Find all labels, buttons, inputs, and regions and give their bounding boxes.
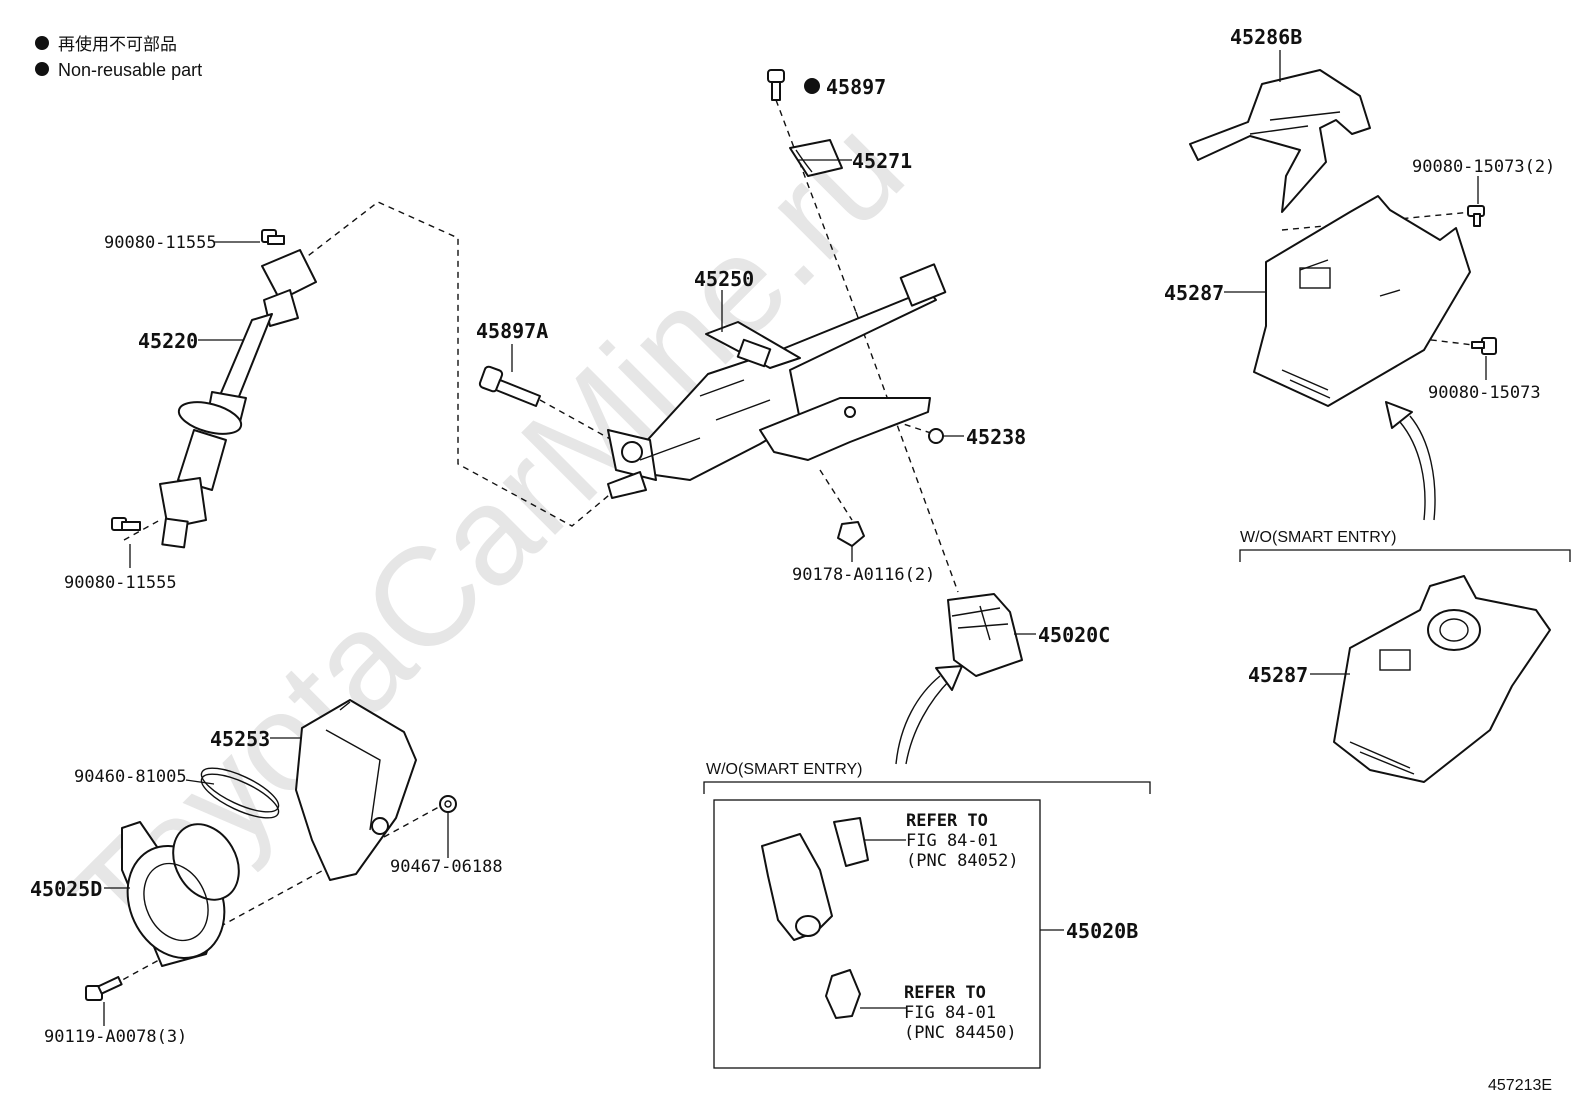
refer-note-84052: REFER TO FIG 84-01 (PNC 84052)	[906, 811, 1019, 871]
arrows	[895, 401, 1436, 765]
non-reusable-marker-icon	[35, 36, 49, 50]
label-45020B: 45020B	[1066, 919, 1138, 943]
label-45253: 45253	[210, 727, 270, 751]
refer-note-line-2: FIG 84-01	[906, 831, 998, 851]
label-45287-bottom: 45287	[1248, 663, 1308, 687]
part-45020B-drawing	[761, 817, 869, 1019]
label-45020C: 45020C	[1038, 623, 1110, 647]
part-45238-drawing	[928, 428, 944, 444]
group-label-smart-entry-bottom: W/O(SMART ENTRY)	[706, 761, 862, 778]
part-90080-bottom-drawing	[111, 517, 141, 531]
part-45271-drawing	[789, 139, 843, 177]
label-90460-81005: 90460-81005	[74, 767, 187, 787]
label-45220: 45220	[138, 329, 198, 353]
part-45253-drawing	[295, 699, 417, 881]
legend-japanese: 再使用不可部品	[58, 34, 177, 54]
label-45286B: 45286B	[1230, 25, 1302, 49]
label-45287-top: 45287	[1164, 281, 1224, 305]
part-90119-drawing	[85, 976, 123, 1001]
part-45025D-drawing	[121, 821, 240, 967]
part-45897-drawing	[767, 69, 785, 101]
label-90178-A0116: 90178-A0116(2)	[792, 565, 935, 585]
part-45286B-drawing	[1189, 69, 1371, 213]
label-45238: 45238	[966, 425, 1026, 449]
leader-lines	[103, 50, 1487, 1026]
label-90119-A0078: 90119-A0078(3)	[44, 1027, 187, 1047]
part-45897A-drawing	[478, 365, 541, 407]
part-90080-15073-2-drawing	[1467, 205, 1485, 227]
non-reusable-marker-icon	[35, 62, 49, 76]
label-90080-15073-2: 90080-15073(2)	[1412, 157, 1555, 177]
refer-note-line-1: REFER TO	[904, 983, 986, 1003]
part-90460-drawing	[200, 767, 280, 819]
part-90080-15073-drawing	[1471, 337, 1497, 355]
part-90467-drawing	[439, 795, 457, 813]
part-90080-top-drawing	[261, 229, 285, 245]
label-45250: 45250	[694, 267, 754, 291]
label-45897A: 45897A	[476, 319, 548, 343]
smart-entry-right-bracket	[1239, 549, 1571, 562]
part-45020C-drawing	[947, 593, 1023, 677]
refer-note-line-3: (PNC 84450)	[904, 1023, 1017, 1043]
legend: 再使用不可部品 Non-reusable part	[35, 34, 202, 80]
legend-english: Non-reusable part	[58, 60, 202, 80]
part-45220-drawing	[159, 249, 317, 549]
part-45250-drawing	[607, 263, 947, 499]
figure-id: 457213E	[1488, 1077, 1552, 1094]
part-45287-bottom-drawing	[1333, 575, 1551, 783]
non-reusable-marker-icon	[804, 78, 820, 94]
label-45271: 45271	[852, 149, 912, 173]
label-45897: 45897	[826, 75, 886, 99]
part-45287-top-drawing	[1253, 195, 1471, 407]
label-90467-06188: 90467-06188	[390, 857, 503, 877]
refer-note-line-1: REFER TO	[906, 811, 988, 831]
refer-note-line-3: (PNC 84052)	[906, 851, 1019, 871]
callout-labels: 45897 45271 45250 45897A 45238 90178-A01…	[30, 25, 1555, 1047]
refer-note-84450: REFER TO FIG 84-01 (PNC 84450)	[904, 983, 1017, 1043]
label-90080-11555-top: 90080-11555	[104, 233, 217, 253]
group-label-smart-entry-right: W/O(SMART ENTRY)	[1240, 529, 1396, 546]
label-90080-11555-bottom: 90080-11555	[64, 573, 177, 593]
label-90080-15073: 90080-15073	[1428, 383, 1541, 403]
label-45025D: 45025D	[30, 877, 102, 901]
smart-entry-bottom-bracket	[703, 781, 1151, 1069]
part-90178-drawing	[837, 521, 865, 547]
refer-note-line-2: FIG 84-01	[904, 1003, 996, 1023]
